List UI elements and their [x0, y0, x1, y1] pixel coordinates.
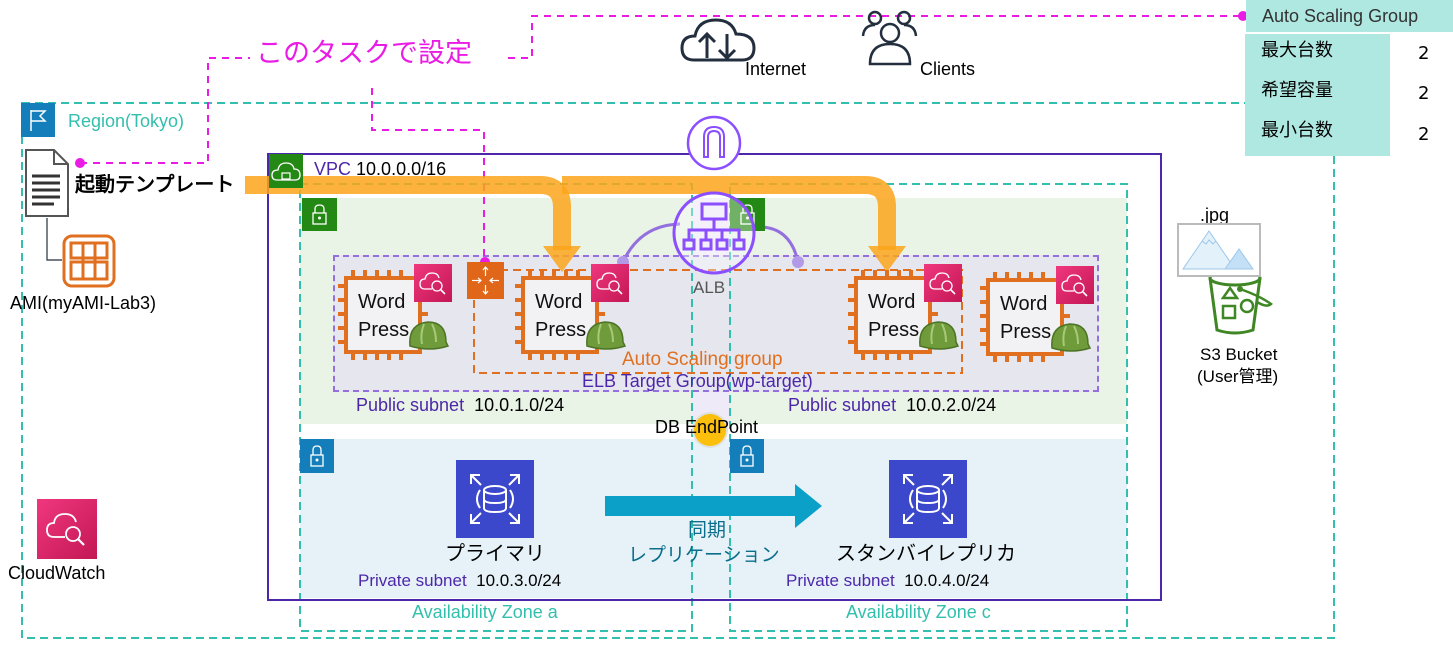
- elb-target-group-label: ELB Target Group(wp-target): [582, 371, 813, 391]
- az-a-label: Availability Zone a: [412, 602, 558, 622]
- private-subnet-c-cidr: 10.0.4.0/24: [904, 571, 990, 590]
- ec2-instance[interactable]: Word Press: [848, 264, 968, 364]
- ami-label: AMI(myAMI-Lab3): [10, 293, 157, 313]
- public-subnet-a-cidr: 10.0.1.0/24: [474, 395, 565, 415]
- launch-template-label: 起動テンプレート: [75, 172, 235, 196]
- asg-settings-table: [1245, 34, 1390, 156]
- image-file-icon: [1177, 223, 1261, 277]
- replication-label-line2: レプリケーション: [628, 544, 780, 566]
- replication-label-line1: 同期: [688, 519, 727, 541]
- cloudwatch-agent-badge: [591, 264, 629, 302]
- launch-template-document-icon[interactable]: [24, 148, 70, 218]
- instance-label-line1: Word: [868, 291, 916, 313]
- asg-setting-value-min: 2: [1418, 124, 1430, 145]
- instance-label-line1: Word: [535, 291, 583, 313]
- asg-setting-label-desired: 希望容量: [1261, 80, 1333, 101]
- db-endpoint-dot[interactable]: [694, 414, 726, 446]
- asg-label: Auto Scaling group: [622, 349, 783, 370]
- ec2-instance[interactable]: Word Press: [980, 266, 1100, 366]
- cloud-magnifier-icon: [46, 513, 85, 546]
- private-subnet-c-label: Private subnet 10.0.4.0/24: [786, 572, 989, 589]
- internet-icon: [680, 18, 756, 62]
- lock-icon: [740, 445, 754, 467]
- instance-label-line1: Word: [1000, 293, 1048, 315]
- asg-setting-label-max: 最大台数: [1261, 40, 1333, 61]
- flag-icon: [30, 110, 47, 131]
- vpc-label: VPC 10.0.0.0/16: [314, 160, 446, 178]
- cloudwatch-label: CloudWatch: [8, 563, 106, 583]
- public-subnet-c-badge: [730, 198, 765, 231]
- alb-label: ALB: [693, 278, 726, 297]
- lock-icon: [310, 445, 324, 467]
- rds-primary-label: プライマリ: [445, 541, 545, 565]
- cloudwatch-agent-badge: [924, 264, 962, 302]
- s3-file-label: .jpg: [1200, 205, 1230, 225]
- clients-icon: [861, 10, 918, 66]
- private-subnet-c-badge: [730, 439, 764, 473]
- internet-label: Internet: [745, 59, 807, 79]
- instance-label-line2: Press: [358, 319, 410, 341]
- annotation-dot-template: [75, 158, 85, 168]
- asg-setting-value-desired: 2: [1418, 83, 1430, 104]
- region-flag-badge: [21, 103, 55, 137]
- vpc-name: VPC: [314, 159, 352, 179]
- public-subnet-c-name: Public subnet: [788, 395, 897, 415]
- instance-label-line1: Word: [358, 291, 406, 313]
- scaling-arrows-icon: [472, 266, 499, 295]
- db-endpoint-label: DB EndPoint: [655, 417, 759, 437]
- public-subnet-a-badge: [302, 198, 337, 231]
- cloud-magnifier-icon: [929, 272, 956, 295]
- private-subnet-c-name: Private subnet: [786, 571, 895, 590]
- instance-label-line2: Press: [868, 319, 920, 341]
- helmet-icon: [1051, 323, 1092, 352]
- private-subnet-a-cidr: 10.0.3.0/24: [476, 571, 562, 590]
- database-icon: [470, 474, 520, 524]
- public-subnet-a-name: Public subnet: [356, 395, 465, 415]
- alb-icon[interactable]: [671, 190, 757, 276]
- cloud-lock-icon: [271, 162, 301, 181]
- instance-label-line2: Press: [1000, 321, 1052, 343]
- s3-label-line2: (User管理): [1197, 367, 1279, 386]
- cloudwatch-agent-badge: [1056, 266, 1094, 304]
- ec2-instance[interactable]: Word Press: [515, 264, 635, 364]
- region-label: Region(Tokyo): [68, 111, 185, 131]
- helmet-icon: [409, 321, 450, 350]
- cloudwatch-service-icon[interactable]: [37, 499, 97, 559]
- private-subnet-a-badge: [300, 439, 334, 473]
- public-subnet-a-label: Public subnet 10.0.1.0/24: [356, 396, 564, 414]
- lock-icon: [312, 204, 327, 225]
- vpc-cidr: 10.0.0.0/16: [356, 159, 447, 179]
- s3-label-line1: S3 Bucket: [1200, 345, 1278, 364]
- clients-label: Clients: [920, 59, 976, 79]
- asg-settings-header: [1246, 0, 1453, 32]
- database-icon: [903, 474, 953, 524]
- helmet-icon: [919, 321, 960, 350]
- rds-primary-icon[interactable]: [456, 460, 534, 538]
- cloud-magnifier-icon: [419, 272, 446, 295]
- ec2-chip-icon: [338, 270, 428, 360]
- private-subnet-a-label: Private subnet 10.0.3.0/24: [358, 572, 561, 589]
- annotation-label: このタスクで設定: [256, 38, 472, 69]
- s3-bucket-icon[interactable]: [1205, 268, 1275, 336]
- cloud-magnifier-icon: [1061, 274, 1088, 297]
- asg-settings-title: Auto Scaling Group: [1262, 6, 1419, 26]
- ec2-chip-icon: [848, 270, 938, 360]
- cloudwatch-agent-badge: [414, 264, 452, 302]
- vpc-badge: [269, 154, 303, 188]
- asg-setting-label-min: 最小台数: [1261, 120, 1333, 141]
- instance-label-line2: Press: [535, 319, 587, 341]
- asg-setting-value-max: 2: [1418, 43, 1430, 64]
- public-subnet-c-cidr: 10.0.2.0/24: [906, 395, 997, 415]
- auto-scaling-icon[interactable]: [467, 262, 504, 299]
- az-c-label: Availability Zone c: [846, 602, 991, 622]
- rds-standby-icon[interactable]: [889, 460, 967, 538]
- ec2-instance[interactable]: Word Press: [338, 264, 458, 364]
- public-subnet-c-label: Public subnet 10.0.2.0/24: [788, 396, 996, 414]
- internet-gateway-icon[interactable]: [686, 115, 742, 171]
- private-subnet-a-name: Private subnet: [358, 571, 467, 590]
- helmet-icon: [586, 321, 627, 350]
- rds-standby-label: スタンバイレプリカ: [836, 541, 1016, 565]
- cloud-magnifier-icon: [596, 272, 623, 295]
- ami-icon: [62, 234, 116, 288]
